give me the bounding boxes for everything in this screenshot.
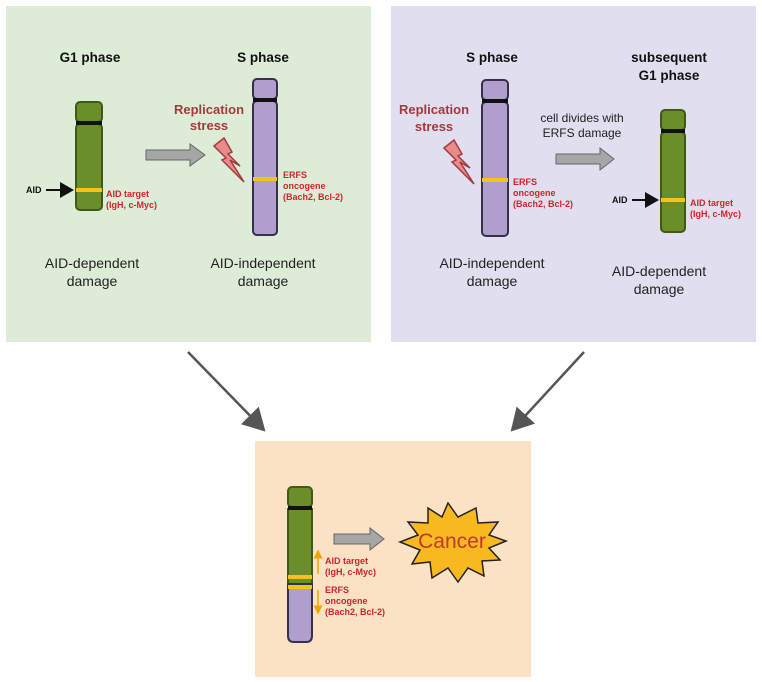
erfs-right-line-2: oncogene <box>513 188 556 198</box>
bottom-aid-target-line-1: AID target <box>325 556 368 566</box>
progression-arrow-right <box>555 146 615 172</box>
converge-arrow-left <box>187 351 266 432</box>
aid-target-line-1: AID target <box>106 189 149 199</box>
divide-note-line-2: ERFS damage <box>543 126 622 140</box>
subsequent-g1-title-line-1: subsequent <box>631 50 707 65</box>
aid-label-right: AID <box>612 195 628 205</box>
g1-phase-title: G1 phase <box>60 50 121 65</box>
bottom-erfs-line-2: oncogene <box>325 596 368 606</box>
aid-target-right-line-1: AID target <box>690 198 733 208</box>
erfs-band-fused <box>288 585 312 589</box>
erfs-band-right <box>482 178 508 182</box>
chromosome-s-purple <box>252 78 278 236</box>
caption-s-right-line-2: damage <box>467 273 518 289</box>
subsequent-g1-title-line-2: G1 phase <box>639 68 700 83</box>
erfs-label-line-2: oncogene <box>283 181 326 191</box>
cancer-burst-icon <box>397 501 509 584</box>
progression-arrow <box>145 143 206 167</box>
chromosome-g1-green-right <box>660 109 686 233</box>
caption-g1-right-line-1: AID-dependent <box>612 263 706 279</box>
panel-s-to-g1 <box>391 6 756 342</box>
s-phase-title-right: S phase <box>466 50 518 65</box>
bottom-aid-target-line-2: (IgH, c-Myc) <box>325 567 376 577</box>
erfs-band <box>253 177 277 181</box>
lightning-bolt-icon <box>212 136 245 183</box>
replication-stress-line-2: stress <box>190 118 228 133</box>
aid-target-band-fused <box>288 575 312 579</box>
bottom-erfs-line-1: ERFS <box>325 585 349 595</box>
replication-stress-right-line-2: stress <box>415 119 453 134</box>
caption-g1-line-2: damage <box>67 273 118 289</box>
aid-target-band <box>76 188 102 192</box>
panel-g1-to-s <box>6 6 371 342</box>
bottom-erfs-line-3: (Bach2, Bcl-2) <box>325 607 385 617</box>
s-phase-title: S phase <box>237 50 289 65</box>
divide-note-line-1: cell divides with <box>540 111 623 125</box>
progression-arrow-cancer <box>333 526 385 552</box>
aid-target-right-line-2: (IgH, c-Myc) <box>690 209 741 219</box>
caption-s-right-line-1: AID-independent <box>439 255 544 271</box>
replication-stress-right-line-1: Replication <box>399 102 469 117</box>
caption-g1-right-line-2: damage <box>634 281 685 297</box>
caption-s-line-2: damage <box>238 273 289 289</box>
erfs-label-line-1: ERFS <box>283 170 307 180</box>
chromosome-s-purple-right <box>481 79 509 237</box>
aid-target-line-2: (IgH, c-Myc) <box>106 200 157 210</box>
aid-target-band-right <box>661 198 685 202</box>
caption-g1-line-1: AID-dependent <box>45 255 139 271</box>
lightning-bolt-icon-right <box>442 138 475 185</box>
converge-arrow-right <box>510 351 585 432</box>
erfs-label-line-3: (Bach2, Bcl-2) <box>283 192 343 202</box>
cancer-label: Cancer <box>418 530 486 553</box>
caption-s-line-1: AID-independent <box>210 255 315 271</box>
replication-stress-line-1: Replication <box>174 102 244 117</box>
chromosome-g1-green <box>75 101 103 211</box>
aid-label: AID <box>26 185 42 195</box>
erfs-right-line-1: ERFS <box>513 177 537 187</box>
erfs-right-line-3: (Bach2, Bcl-2) <box>513 199 573 209</box>
chromosome-fused <box>287 486 313 643</box>
